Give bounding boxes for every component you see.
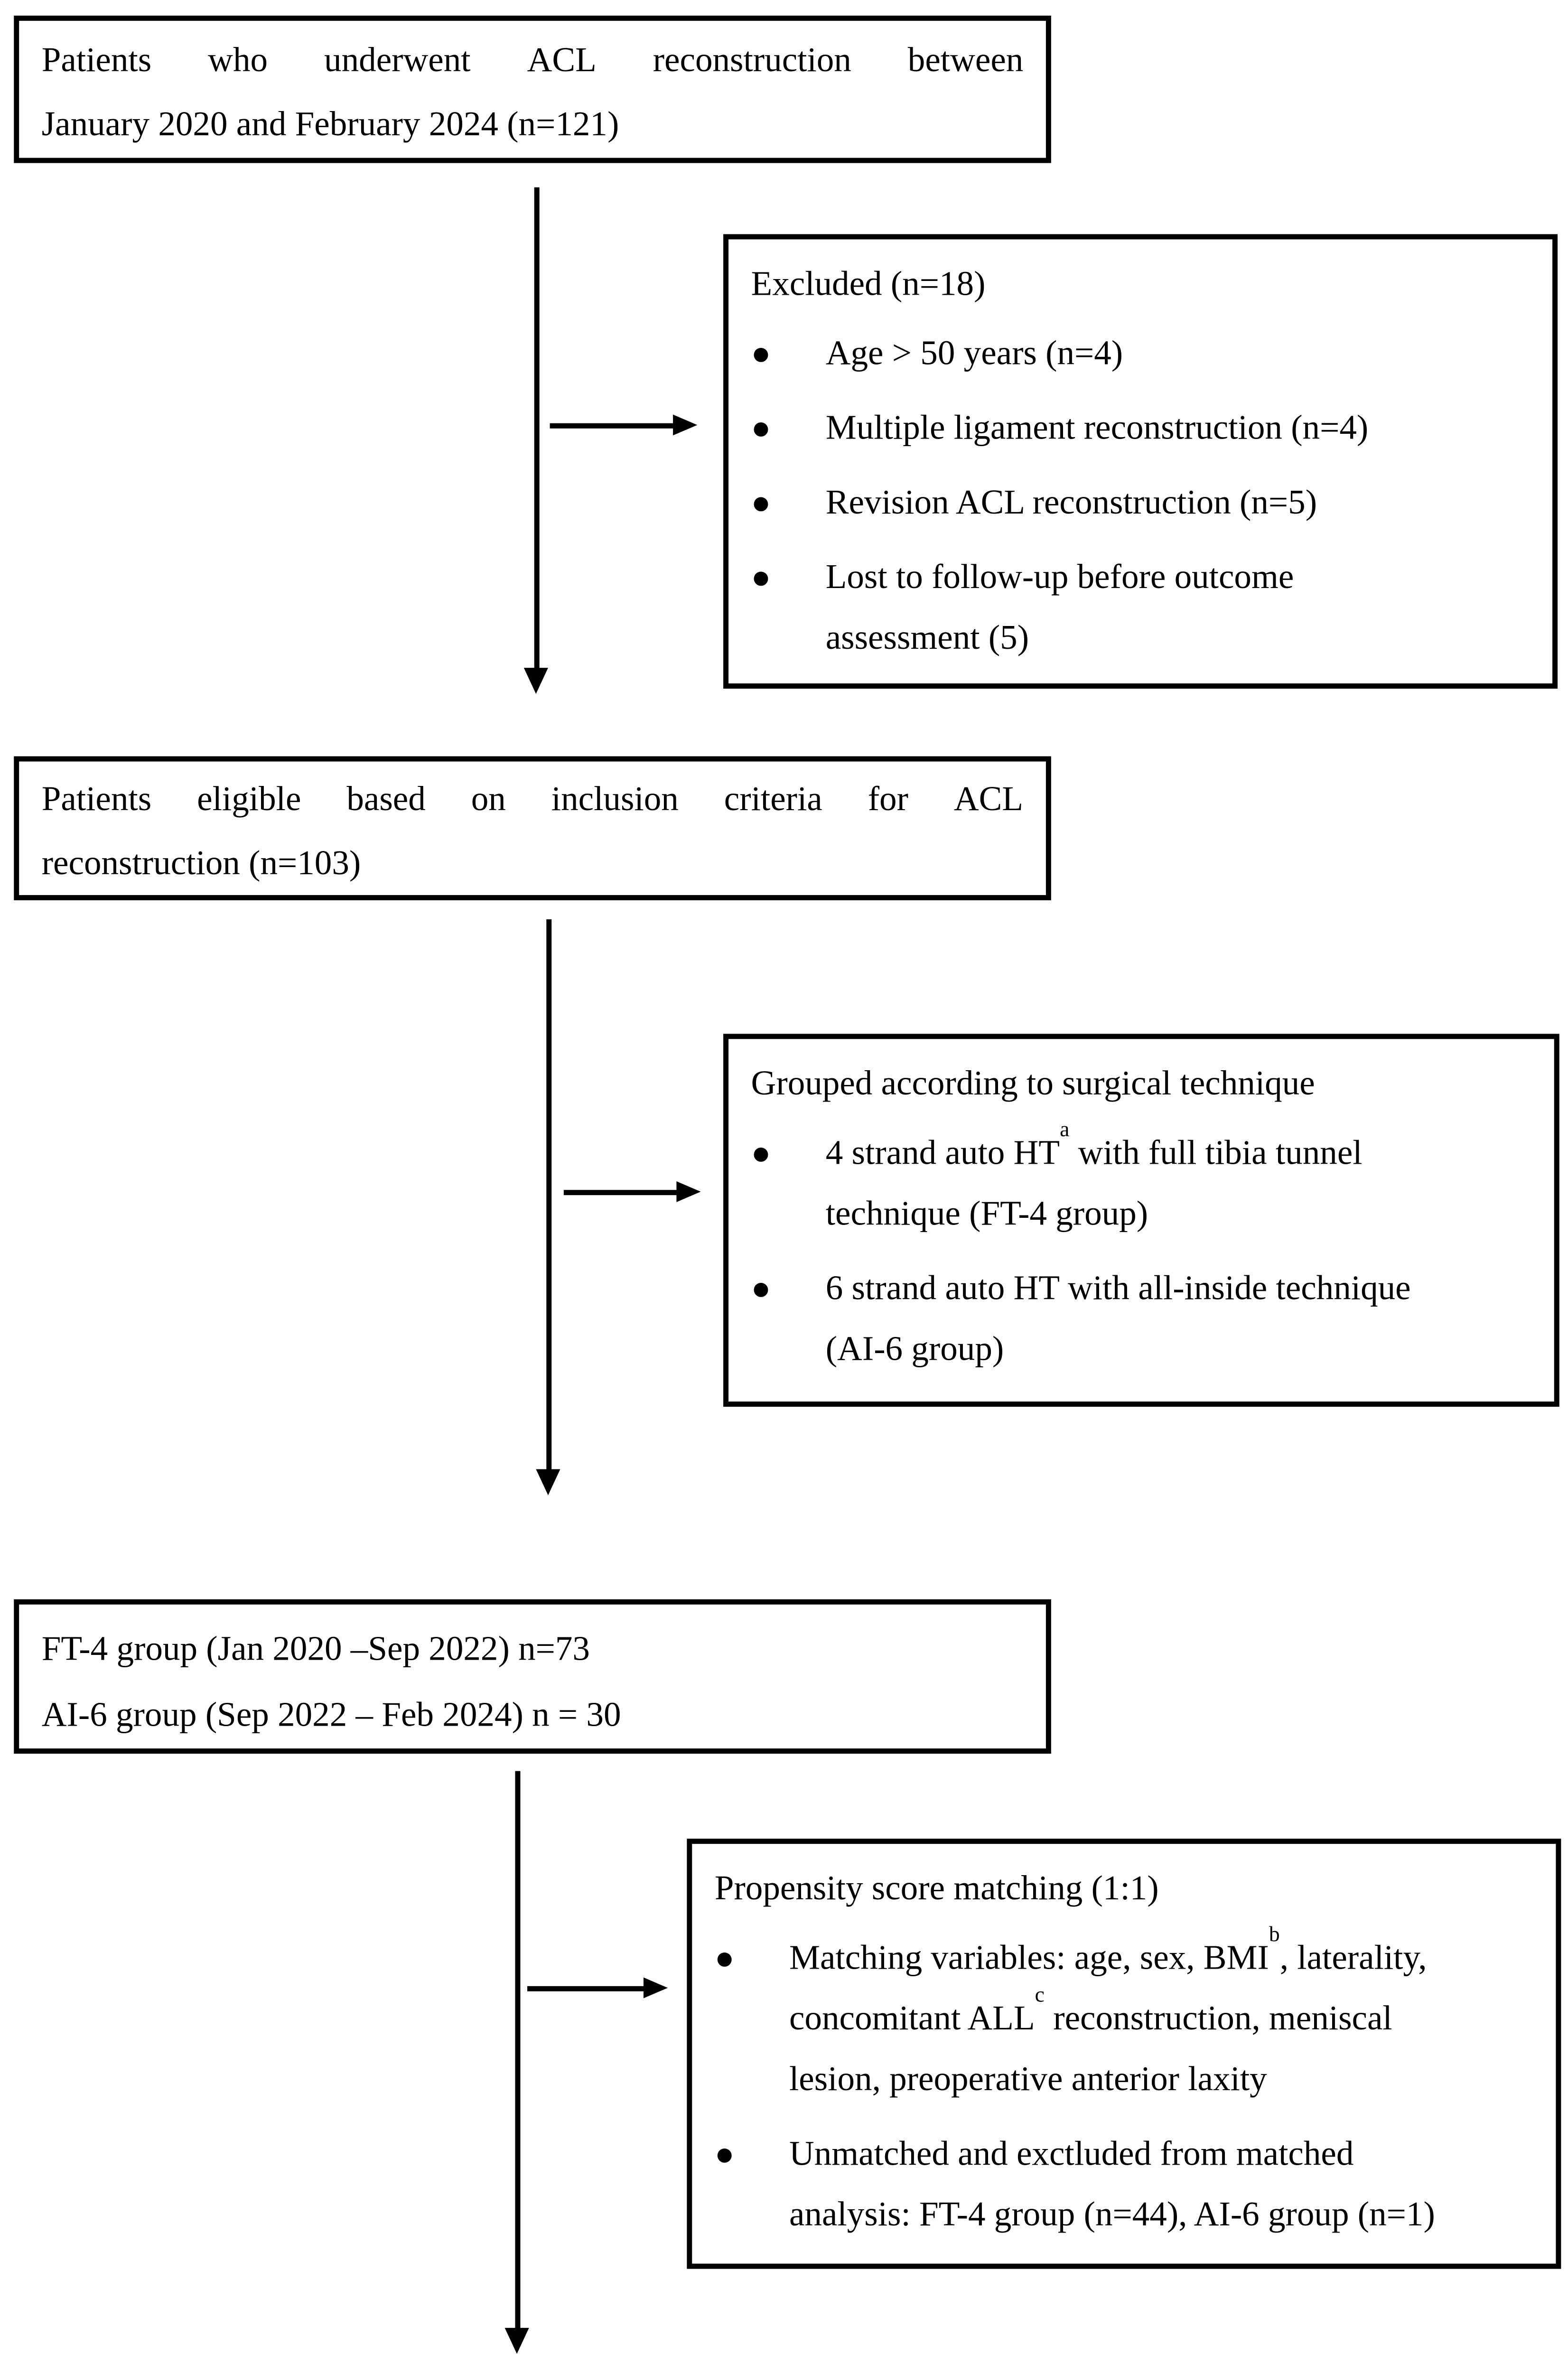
bullet-icon: ● xyxy=(751,1271,771,1308)
matching-unmatched-line-2: analysis: FT-4 group (n=44), AI-6 group … xyxy=(789,2196,1435,2234)
footnote-a-superscript: a xyxy=(1060,1117,1070,1142)
matching-variables-text: concomitant ALL xyxy=(789,2000,1035,2038)
matching-title: Propensity score matching (1:1) xyxy=(714,1869,1159,1908)
bullet-icon: ● xyxy=(751,560,771,597)
grouped-bullet-ai6-line-2: (AI-6 group) xyxy=(825,1330,1004,1369)
bullet-icon: ● xyxy=(751,486,771,523)
flow-box-grouped-technique: Grouped according to surgical technique … xyxy=(723,1034,1559,1407)
bullet-icon: ● xyxy=(751,336,771,373)
list-item: ● Revision ACL reconstruction (n=5) xyxy=(751,474,1542,534)
bullet-icon: ● xyxy=(714,1941,735,1978)
matching-unmatched-line-1: Unmatched and exctluded from matched xyxy=(789,2135,1354,2174)
list-item: ● Age > 50 years (n=4) xyxy=(751,324,1542,385)
excluded-bullet-lost-line-1: Lost to follow-up before outcome xyxy=(825,558,1294,597)
matching-variables-line-2: concomitant ALLc reconstruction, menisca… xyxy=(789,1985,1546,2050)
eligible-line-2: reconstruction (n=103) xyxy=(41,844,361,883)
bullet-icon: ● xyxy=(751,1136,771,1173)
list-item: ● Multiple ligament reconstruction (n=4) xyxy=(751,399,1542,460)
arrow-right-icon xyxy=(673,414,698,436)
matching-variables-line-1: Matching variables: age, sex, BMIb, late… xyxy=(789,1924,1546,1990)
matching-variables-line-3: lesion, preoperative anterior laxity xyxy=(789,2060,1267,2099)
grouped-bullet-ft4-text: 4 strand auto HT xyxy=(825,1134,1060,1173)
excluded-bullet-lost-line-2: assessment (5) xyxy=(825,619,1029,658)
grouped-bullet-ft4-text: with full tibia tunnel xyxy=(1069,1134,1363,1173)
grouped-title: Grouped according to surgical technique xyxy=(751,1065,1315,1103)
excluded-bullet-revision: Revision ACL reconstruction (n=5) xyxy=(825,484,1317,523)
footnote-b-superscript: b xyxy=(1269,1922,1280,1947)
grouped-bullet-ft4-line-1: 4 strand auto HTa with full tibia tunnel xyxy=(825,1119,1544,1185)
excluded-title: Excluded (n=18) xyxy=(751,265,986,304)
list-item: ● Matching variables: age, sex, BMIb, la… xyxy=(714,1924,1546,2111)
list-item: ● 6 strand auto HT with all-inside techn… xyxy=(751,1259,1544,1381)
matching-variables-text: Matching variables: age, sex, BMI xyxy=(789,1939,1269,1978)
arrow-to-excluded-line xyxy=(550,423,675,428)
excluded-bullet-multiple-ligament: Multiple ligament reconstruction (n=4) xyxy=(825,409,1369,448)
arrow-down-icon xyxy=(504,2327,529,2354)
list-item: ● 4 strand auto HTa with full tibia tunn… xyxy=(751,1119,1544,1245)
footnote-c-superscript: c xyxy=(1035,1983,1045,2008)
matching-variables-text: , laterality, xyxy=(1279,1939,1427,1978)
flow-box-group-split: FT-4 group (Jan 2020 –Sep 2022) n=73 AI-… xyxy=(14,1599,1051,1754)
groups-line-ft4: FT-4 group (Jan 2020 –Sep 2022) n=73 xyxy=(41,1630,590,1669)
arrow-down-icon xyxy=(523,668,548,694)
grouped-bullet-ft4-line-2: technique (FT-4 group) xyxy=(825,1195,1148,1233)
bullet-icon: ● xyxy=(751,411,771,448)
bullet-icon: ● xyxy=(714,2137,735,2174)
arrow-right-icon xyxy=(676,1181,701,1202)
grouped-bullet-ai6-line-1: 6 strand auto HT with all-inside techniq… xyxy=(825,1270,1411,1308)
list-item: ● Lost to follow-up before outcome asses… xyxy=(751,548,1542,670)
list-item: ● Unmatched and exctluded from matched a… xyxy=(715,2125,1546,2246)
arrow-enrollment-to-eligible-line xyxy=(534,187,539,670)
arrow-right-icon xyxy=(643,1977,668,1999)
matching-variables-text: reconstruction, meniscal xyxy=(1044,2000,1392,2038)
enrollment-line-2: January 2020 and February 2024 (n=121) xyxy=(41,105,619,144)
arrow-eligible-to-groups-line xyxy=(546,919,551,1471)
flow-box-propensity-matching: Propensity score matching (1:1) ● Matchi… xyxy=(687,1839,1561,2269)
flow-box-excluded: Excluded (n=18) ● Age > 50 years (n=4) ●… xyxy=(723,234,1558,689)
excluded-bullet-age: Age > 50 years (n=4) xyxy=(825,335,1123,373)
arrow-to-matching-line xyxy=(527,1986,645,1990)
arrow-to-grouped-line xyxy=(563,1190,679,1195)
arrow-groups-to-final-line xyxy=(515,1771,520,2330)
arrow-down-icon xyxy=(536,1469,560,1495)
groups-line-ai6: AI-6 group (Sep 2022 – Feb 2024) n = 30 xyxy=(41,1696,621,1735)
